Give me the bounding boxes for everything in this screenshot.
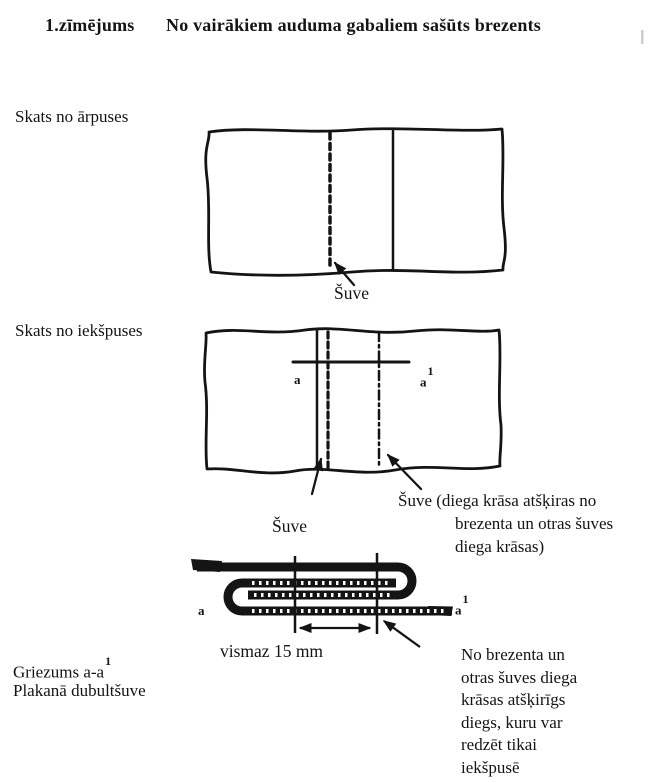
crosssection-caption-2: Plakanā dubultšuve	[13, 681, 146, 700]
fabric-piece-a	[197, 562, 417, 600]
thread-note: No brezenta un otras šuves diega krāsas …	[461, 644, 577, 780]
crosssection-caption-1: Griezums a-a1	[13, 654, 112, 682]
note-line: redzēt tikai	[461, 735, 537, 755]
inside-seam-note: Šuve (diega krāsa atšķiras no brezenta u…	[398, 489, 613, 558]
dimension-label: vismaz 15 mm	[220, 641, 324, 661]
figure-title: No vairākiem auduma gabaliem sašūts brez…	[166, 15, 541, 35]
figure-number: 1.zīmējums	[45, 15, 135, 35]
inside-view-drawing	[203, 327, 503, 496]
cross-section-drawing	[191, 553, 453, 648]
scan-artifact	[641, 30, 644, 44]
note-line: diega krāsas)	[455, 537, 545, 556]
outside-seam-label: Šuve	[334, 283, 369, 303]
fabric-panel-outline	[204, 127, 507, 277]
section-point-a1: a1	[420, 364, 434, 390]
fabric-hatching	[252, 581, 446, 613]
note-line: krāsas atšķirīgs	[461, 690, 566, 710]
outside-view-drawing	[204, 127, 507, 287]
note-line: otras šuves diega	[461, 667, 578, 687]
note-line: diegs, kuru var	[461, 712, 563, 732]
inside-seam-label: Šuve	[272, 516, 307, 536]
fabric-ragged-end-left	[191, 559, 222, 572]
note-line: Šuve (diega krāsa atšķiras no	[398, 491, 597, 510]
right-seam-arrow	[386, 453, 423, 491]
note-line: iekšpusē	[461, 757, 520, 777]
fabric-ragged-end-right	[428, 606, 453, 616]
fabric-panel-outline	[203, 327, 503, 475]
note-line: brezenta un otras šuves	[455, 514, 614, 533]
thread-pointer-arrow	[382, 620, 421, 648]
inside-view-heading: Skats no iekšpuses	[15, 321, 143, 340]
seam-callout-arrow	[333, 261, 356, 287]
note-line: No brezenta un	[461, 645, 565, 664]
outside-view-heading: Skats no ārpuses	[15, 107, 129, 126]
fabric-piece-b	[223, 578, 452, 616]
left-seam-arrow	[310, 457, 323, 496]
crosssection-point-a1: a1	[455, 592, 469, 618]
section-point-a: a	[294, 372, 301, 387]
crosssection-point-a: a	[198, 603, 205, 618]
